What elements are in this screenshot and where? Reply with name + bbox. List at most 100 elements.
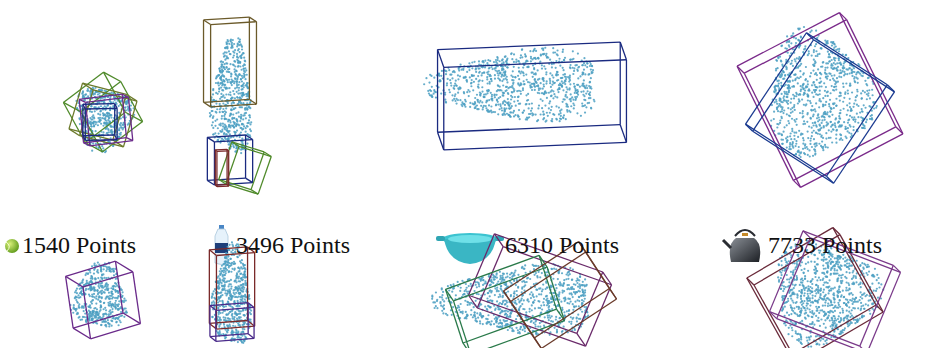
point [587,74,589,76]
point [224,123,226,125]
point [486,82,488,84]
point [511,58,513,60]
point [238,40,240,42]
point [127,124,129,126]
point [543,85,545,87]
point [243,72,245,74]
point [523,80,525,82]
point [550,109,552,111]
point [591,71,593,73]
point [581,102,583,104]
point [546,112,548,114]
point [491,98,493,100]
point [502,68,504,70]
point [582,73,584,75]
point [497,59,499,61]
point [433,77,435,79]
point [237,37,239,39]
point [481,91,483,93]
point [590,107,592,109]
point [494,78,496,80]
point [88,122,90,124]
point [570,100,572,102]
point [546,80,548,82]
point [434,91,436,93]
point [520,90,522,92]
point [514,96,516,98]
point [232,56,234,58]
point [583,62,585,64]
point [540,113,542,115]
point [233,117,235,119]
point [243,86,245,88]
point [431,96,433,98]
point [542,111,544,113]
point [517,60,519,62]
point [506,81,508,83]
point [537,57,539,59]
point [455,80,457,82]
point [486,78,488,80]
point [222,79,224,81]
point [529,84,531,86]
point [89,117,91,119]
point [450,74,452,76]
point [541,64,543,66]
point [511,91,513,93]
point [241,54,243,56]
point [245,84,247,86]
point [539,88,541,90]
point [553,114,555,116]
kettle-icon [723,230,760,262]
point [559,112,561,114]
point [494,93,496,95]
point [572,99,574,101]
point [558,58,560,60]
point [501,73,503,75]
point [578,66,580,68]
point [469,76,471,78]
point [241,141,243,143]
point [532,71,534,73]
point [242,128,244,130]
point [108,115,110,117]
point [497,85,499,87]
point [577,70,579,72]
point [473,61,475,63]
point [481,61,483,63]
point [481,101,483,103]
point [527,93,529,95]
point [484,96,486,98]
point [557,91,559,93]
point [239,74,241,76]
point [124,106,126,108]
point [230,108,232,110]
point [471,79,473,81]
point [478,108,480,110]
point [220,107,222,109]
point [543,93,545,95]
point [577,77,579,79]
point [429,74,431,76]
point [543,117,545,119]
point [508,104,510,106]
point [564,83,566,85]
point [469,91,471,93]
point [590,68,592,70]
point [486,76,488,78]
point [120,122,122,124]
point [493,68,495,70]
point [508,101,510,103]
point [249,114,251,116]
point [573,104,575,106]
point [240,69,242,71]
point [229,121,231,123]
point [512,76,514,78]
point [238,116,240,118]
point [241,80,243,82]
point [529,113,531,115]
point [244,60,246,62]
point [245,131,247,133]
point [451,94,453,96]
point [491,94,493,96]
